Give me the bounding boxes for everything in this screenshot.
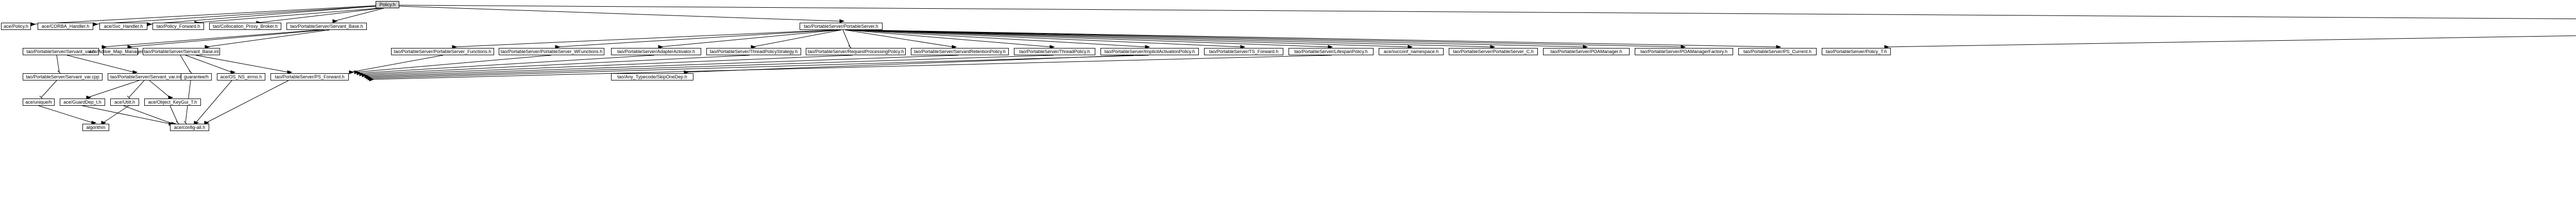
graph-node[interactable]: ace/GuardDep_t.h xyxy=(60,99,105,106)
graph-node[interactable]: tao/PortableServer/Policy_T.h xyxy=(1822,48,1891,55)
graph-node[interactable]: tao/PortableServer/ThreadPolicy.h xyxy=(1014,48,1095,55)
graph-node[interactable]: tao/PortableServer/POAManagerFactory.h xyxy=(1635,48,1733,55)
graph-node[interactable]: ace/Utilt.h xyxy=(110,99,139,106)
graph-node-root[interactable]: Policy.h xyxy=(376,1,399,8)
graph-node[interactable]: tao/PortableServer/ThreadPolicyStrategy.… xyxy=(706,48,801,55)
graph-node[interactable]: tao/PortableServer/PortableServer.h xyxy=(800,23,883,30)
graph-node[interactable]: tao/PortableServer/Servant_var.inl xyxy=(108,73,183,80)
graph-node[interactable]: guarantee/h xyxy=(181,73,212,80)
graph-node[interactable]: tao/PortableServer/LifespanPolicy.h xyxy=(1289,48,1374,55)
graph-node[interactable]: tao/Collocation_Proxy_Broker.h xyxy=(209,23,281,30)
graph-node[interactable]: ace/config-all.h xyxy=(170,124,209,131)
graph-node[interactable]: tao/PortableServer/POAManager.h xyxy=(1543,48,1630,55)
graph-node[interactable]: tao/PortableServer/PS_Current.h xyxy=(1738,48,1817,55)
graph-node[interactable]: tao/PortableServer/PS_Forward.h xyxy=(270,73,349,80)
graph-node[interactable]: ace/Policy.h xyxy=(1,23,31,30)
graph-node[interactable]: tao/PortableServer/Servant_Base.inl xyxy=(143,48,220,55)
graph-node[interactable]: tao/PortableServer/PortableServer_WFunct… xyxy=(499,48,604,55)
graph-node[interactable]: tao/PortableServer/PortableServer_Functi… xyxy=(391,48,494,55)
graph-node[interactable]: tao/Policy_Forward.h xyxy=(152,23,204,30)
graph-node[interactable]: ace/Object_KeyGui_T.h xyxy=(144,99,201,106)
graph-node[interactable]: tao/PortableServer/ServantRetentionPolic… xyxy=(911,48,1009,55)
graph-node[interactable]: tao/PortableServer/Servant_var.h xyxy=(23,48,99,55)
graph-node[interactable]: tao/PortableServer/Servant_Base.h xyxy=(286,23,367,30)
graph-node[interactable]: ace/unique/h xyxy=(23,99,55,106)
graph-node[interactable]: ace/Active_Map_Manager_T.h xyxy=(89,48,152,55)
graph-node[interactable]: algorithm xyxy=(82,124,109,131)
graph-node[interactable]: ace/svcconf_namespace.h xyxy=(1379,48,1444,55)
graph-node[interactable]: tao/Any_Typecode/SkipOneDep.h xyxy=(611,73,693,80)
graph-node[interactable]: tao/PortableServer/RequestProcessingPoli… xyxy=(806,48,906,55)
graph-node[interactable]: tao/PortableServer/PortableServer_C.h xyxy=(1449,48,1538,55)
graph-node[interactable]: tao/PortableServer/Servant_var.cpp xyxy=(23,73,103,80)
graph-node[interactable]: ace/Svc_Handler.h xyxy=(99,23,147,30)
graph-node[interactable]: tao/PortableServer/TS_Forward.h xyxy=(1204,48,1283,55)
graph-node[interactable]: tao/PortableServer/ImplicitActivationPol… xyxy=(1100,48,1199,55)
graph-node[interactable]: ace/CORBA_Handler.h xyxy=(38,23,93,30)
graph-node[interactable]: tao/PortableServer/AdapterActivator.h xyxy=(611,48,701,55)
graph-node[interactable]: ace/OS_NS_errno.h xyxy=(217,73,265,80)
